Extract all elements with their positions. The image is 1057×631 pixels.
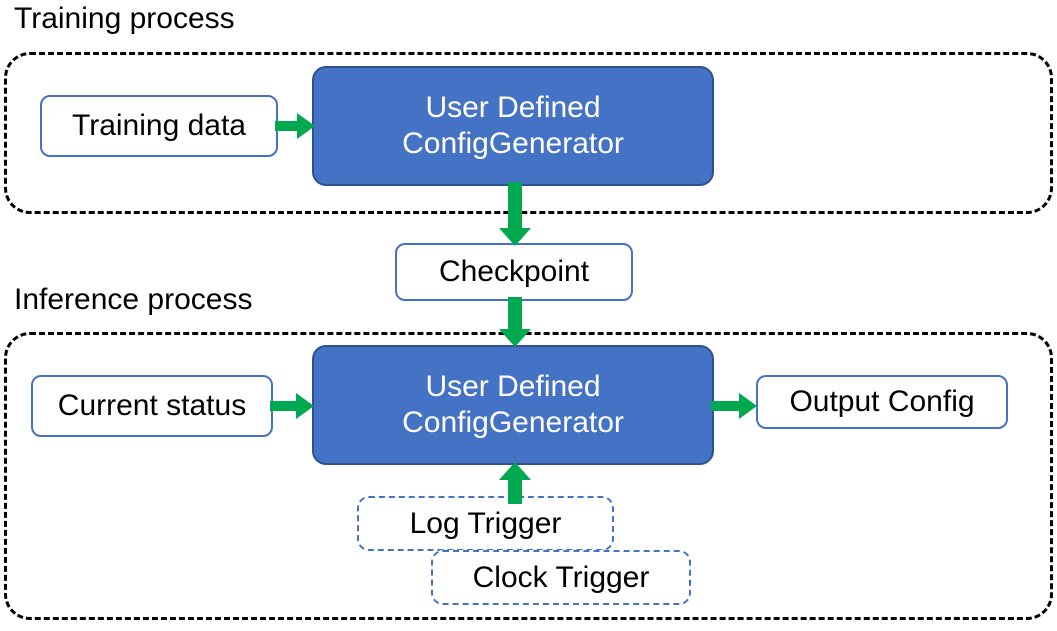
node-checkpoint[interactable]: Checkpoint [395, 243, 633, 301]
node-current-status[interactable]: Current status [31, 375, 273, 437]
node-training-data[interactable]: Training data [40, 95, 278, 157]
node-clock-trigger[interactable]: Clock Trigger [431, 550, 691, 605]
node-log-trigger[interactable]: Log Trigger [357, 496, 614, 551]
inference-process-title: Inference process [14, 283, 253, 316]
generator-inference-line1: User Defined [425, 370, 601, 403]
generator-inference-line2: ConfigGenerator [402, 406, 624, 439]
node-user-defined-configgenerator-inference[interactable]: User Defined ConfigGenerator [312, 345, 714, 465]
arrow-training-data-to-generator-icon [275, 110, 317, 142]
arrow-triggers-to-generator-icon [495, 462, 535, 504]
training-process-title: Training process [14, 2, 235, 35]
node-output-config[interactable]: Output Config [756, 375, 1008, 429]
arrow-generator-to-output-config-icon [711, 390, 759, 422]
arrow-current-status-to-generator-icon [270, 390, 316, 422]
generator-training-line2: ConfigGenerator [402, 127, 624, 160]
generator-training-line1: User Defined [425, 91, 601, 124]
arrow-checkpoint-to-inference-generator-icon [495, 297, 535, 349]
inference-process-container [4, 332, 1053, 620]
training-process-container [4, 52, 1053, 214]
node-user-defined-configgenerator-training[interactable]: User Defined ConfigGenerator [312, 66, 714, 186]
arrow-generator-to-checkpoint-icon [495, 182, 535, 248]
